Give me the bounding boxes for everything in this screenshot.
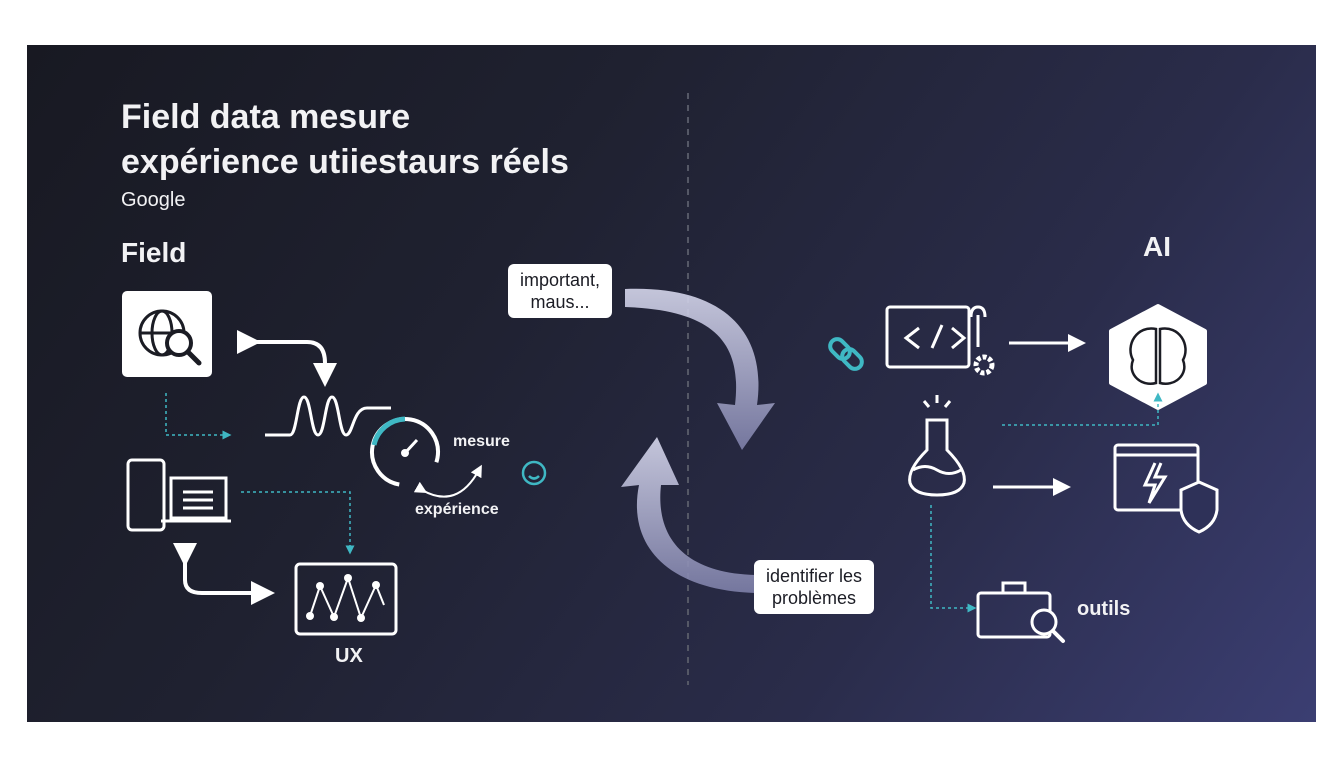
- code-tools-icon: [885, 305, 995, 376]
- experience-label: expérience: [415, 501, 499, 518]
- title-line-1: Field data mesure: [121, 98, 411, 136]
- dotted-connector: [1002, 392, 1163, 426]
- ux-chart-icon: [294, 562, 398, 636]
- cycle-arrow-up: [621, 437, 755, 593]
- globe-search-icon: [122, 291, 212, 377]
- title-line-2: expérience utiiestaurs réels: [121, 143, 569, 181]
- subtitle: Google: [121, 189, 186, 211]
- flask-icon: [908, 395, 966, 497]
- page-title: Field data mesure expérience utiiestaurs …: [121, 95, 569, 185]
- diagram-panel: Field data mesure expérience utiiestaurs …: [27, 45, 1316, 722]
- dotted-connector: [165, 393, 232, 440]
- dotted-connector: [241, 491, 355, 555]
- outils-label: outils: [1077, 598, 1131, 620]
- field-heading: Field: [121, 237, 187, 268]
- bidirectional-arrow: [237, 330, 337, 387]
- bidirectional-arrow: [173, 543, 275, 605]
- mesure-label: mesure: [453, 433, 510, 450]
- dotted-connector: [930, 505, 977, 613]
- wave-signal-icon: [265, 395, 391, 437]
- callout-identifier-problemes: identifier les problèmes: [754, 560, 875, 614]
- web-performance-security-icon: [1113, 443, 1219, 534]
- ux-label: UX: [335, 645, 363, 667]
- smiley-icon: [521, 460, 547, 486]
- toolbox-search-icon: [976, 581, 1065, 643]
- speedometer-icon: [370, 416, 441, 487]
- ai-heading: AI: [1143, 231, 1171, 262]
- devices-icon: [126, 458, 231, 532]
- cycle-arrow-down: [625, 288, 775, 450]
- callout-important: important, maus...: [508, 264, 613, 318]
- brain-icon: [1109, 304, 1207, 410]
- cycle-arrow-icon: [413, 464, 482, 498]
- diagram-graphics: [122, 93, 1219, 685]
- link-icon: [828, 337, 864, 371]
